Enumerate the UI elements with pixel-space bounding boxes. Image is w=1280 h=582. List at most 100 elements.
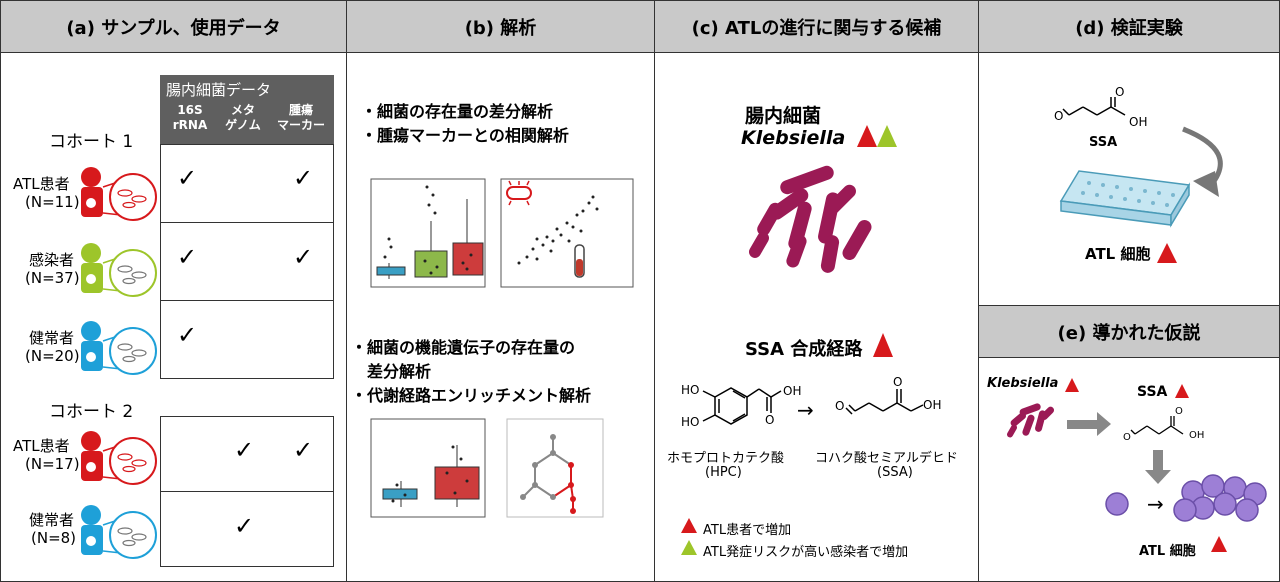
boxplot-2-groups xyxy=(370,418,486,518)
row-label-healthy: 健常者 xyxy=(29,329,75,347)
analysis-line-5: ・代謝経路エンリッチメント解析 xyxy=(351,386,592,405)
row-n-infected: (N=37) xyxy=(25,269,80,287)
cohort2-row-atl xyxy=(160,416,334,492)
row-n-healthy-2: (N=8) xyxy=(31,529,77,547)
ssa-structure-d xyxy=(1062,97,1126,116)
klebsiella-label: Klebsiella xyxy=(741,127,846,149)
analysis-line-3: ・細菌の機能遺伝子の存在量の xyxy=(351,338,576,357)
cohort1-row-atl xyxy=(160,144,334,223)
klebsiella-bacteria-icon xyxy=(749,165,872,273)
col-16s: 16S rRNA xyxy=(172,103,208,132)
hpc-abbr: (HPC) xyxy=(705,465,742,480)
candidate-graphics xyxy=(681,125,924,555)
hypothesis-graphics xyxy=(1007,378,1267,552)
legend-text-red: ATL患者で増加 xyxy=(703,523,792,538)
ssa-o1-e: O xyxy=(1123,432,1131,443)
scatter-plot xyxy=(500,178,634,288)
row-n-atl-2: (N=17) xyxy=(25,455,80,473)
ssa-o-acid: O xyxy=(893,375,903,389)
check-mark: ✓ xyxy=(177,243,198,271)
panel-c-title: (c) ATLの進行に関与する候補 xyxy=(655,1,978,53)
cohort-2-label: コホート 2 xyxy=(49,402,134,422)
increase-triangle-red xyxy=(1175,384,1189,398)
col-metagenome: メタ ゲノム xyxy=(225,103,261,132)
gut-bacteria-title: 腸内細菌 xyxy=(745,105,822,127)
ssa-oh-e: OH xyxy=(1189,430,1205,441)
reaction-arrow: → xyxy=(797,398,814,422)
ssa-label: SSA xyxy=(1089,135,1118,150)
ssa-structure-e xyxy=(1130,416,1184,435)
hpc-ho-upper: HO xyxy=(681,383,700,397)
ssa-abbr: (SSA) xyxy=(877,465,913,480)
well-plate-icon xyxy=(1059,170,1191,228)
table-group-header: 腸内細菌データ 16S rRNA メタ ゲノム 腫瘍 マーカー xyxy=(160,75,334,145)
panel-a: (a) サンプル、使用データ 腸内細菌データ 16S rRNA メタ ゲノム 腫… xyxy=(0,0,347,582)
ssa-label-e: SSA xyxy=(1137,384,1168,400)
person-icons xyxy=(81,167,157,559)
increase-triangle-red xyxy=(873,333,893,357)
hpc-ho-lower: HO xyxy=(681,415,700,429)
panel-b: (b) 解析 ・細菌の存在量の差分解析 ・腫瘍マーカーとの相関解析 ・細菌の機能… xyxy=(346,0,655,582)
legend-triangle-red xyxy=(681,518,697,533)
panel-a-title: (a) サンプル、使用データ xyxy=(1,1,346,53)
increase-triangle-red xyxy=(857,125,877,147)
arrow-head-icon xyxy=(1193,171,1219,197)
person-icon-healthy-2 xyxy=(81,505,157,559)
panel-b-title: (b) 解析 xyxy=(347,1,654,53)
row-label-atl: ATL患者 xyxy=(13,175,70,193)
ssa-o-aldehyde: O xyxy=(835,399,845,413)
person-icon-healthy xyxy=(81,321,157,375)
col-tumor-marker: 腫瘍 マーカー xyxy=(276,103,325,132)
row-label-healthy-2: 健常者 xyxy=(29,511,75,529)
test-tube-icon xyxy=(574,244,585,278)
analysis-line-4: 差分解析 xyxy=(351,362,432,381)
check-mark: ✓ xyxy=(234,436,255,464)
increase-triangle-red xyxy=(1157,243,1177,263)
validation-graphics xyxy=(1059,97,1223,263)
check-mark: ✓ xyxy=(177,321,198,349)
legend-text-green: ATL発症リスクが高い感染者で増加 xyxy=(703,545,909,560)
panel-d-title: (d) 検証実験 xyxy=(979,1,1279,53)
row-n-healthy: (N=20) xyxy=(25,347,80,365)
klebsiella-label-e: Klebsiella xyxy=(987,376,1059,391)
analysis-line-1: ・細菌の存在量の差分解析 xyxy=(361,102,554,121)
check-mark: ✓ xyxy=(293,243,314,271)
ssa-name: コハク酸セミアルデヒド xyxy=(815,451,958,466)
cohort1-row-infected xyxy=(160,222,334,301)
ssa-o1-d: O xyxy=(1054,109,1064,123)
bacterium-icon xyxy=(506,180,532,206)
person-icon-atl-2 xyxy=(81,431,157,485)
atl-cells-label: ATL 細胞 xyxy=(1085,245,1151,263)
row-label-atl-2: ATL患者 xyxy=(13,437,70,455)
check-mark: ✓ xyxy=(177,164,198,192)
hpc-name: ホモプロトカテク酸 xyxy=(667,451,785,466)
ssa-structure xyxy=(845,389,924,415)
atl-cell-icons xyxy=(1105,474,1267,522)
cohort-1-label: コホート 1 xyxy=(49,132,134,152)
hpc-oh: OH xyxy=(783,384,802,398)
person-icon-atl xyxy=(81,167,157,221)
increase-triangle-red xyxy=(1211,536,1227,552)
increase-triangle-red xyxy=(1065,378,1079,392)
row-label-infected: 感染者 xyxy=(29,251,75,269)
ssa-pathway-label: SSA 合成経路 xyxy=(745,339,863,360)
analysis-line-2: ・腫瘍マーカーとの相関解析 xyxy=(361,126,569,145)
ssa-o2-d: O xyxy=(1115,85,1125,99)
panel-d: (d) 検証実験 SSA ATL 細胞 OH O O xyxy=(978,0,1280,306)
panel-e: (e) 導かれた仮説 Klebsiella SSA ATL 細胞 → OH O … xyxy=(978,305,1280,582)
atl-cells-label-e: ATL 細胞 xyxy=(1139,544,1196,559)
gray-arrow-down-icon xyxy=(1145,450,1171,484)
gut-bacteria-data-label: 腸内細菌データ xyxy=(166,81,272,99)
cohort2-row-healthy xyxy=(160,491,334,567)
boxplot-3-groups xyxy=(370,178,486,288)
ssa-o2-e: O xyxy=(1175,406,1183,417)
legend-triangle-green xyxy=(681,540,697,555)
pathway-network xyxy=(506,418,604,518)
hpc-o: O xyxy=(765,413,775,427)
check-mark: ✓ xyxy=(293,436,314,464)
panel-c: (c) ATLの進行に関与する候補 腸内細菌 Klebsiella SSA 合成… xyxy=(654,0,979,582)
increase-triangle-green xyxy=(877,125,897,147)
panel-e-title: (e) 導かれた仮説 xyxy=(979,306,1279,358)
check-mark: ✓ xyxy=(293,164,314,192)
ssa-oh: OH xyxy=(923,398,942,412)
